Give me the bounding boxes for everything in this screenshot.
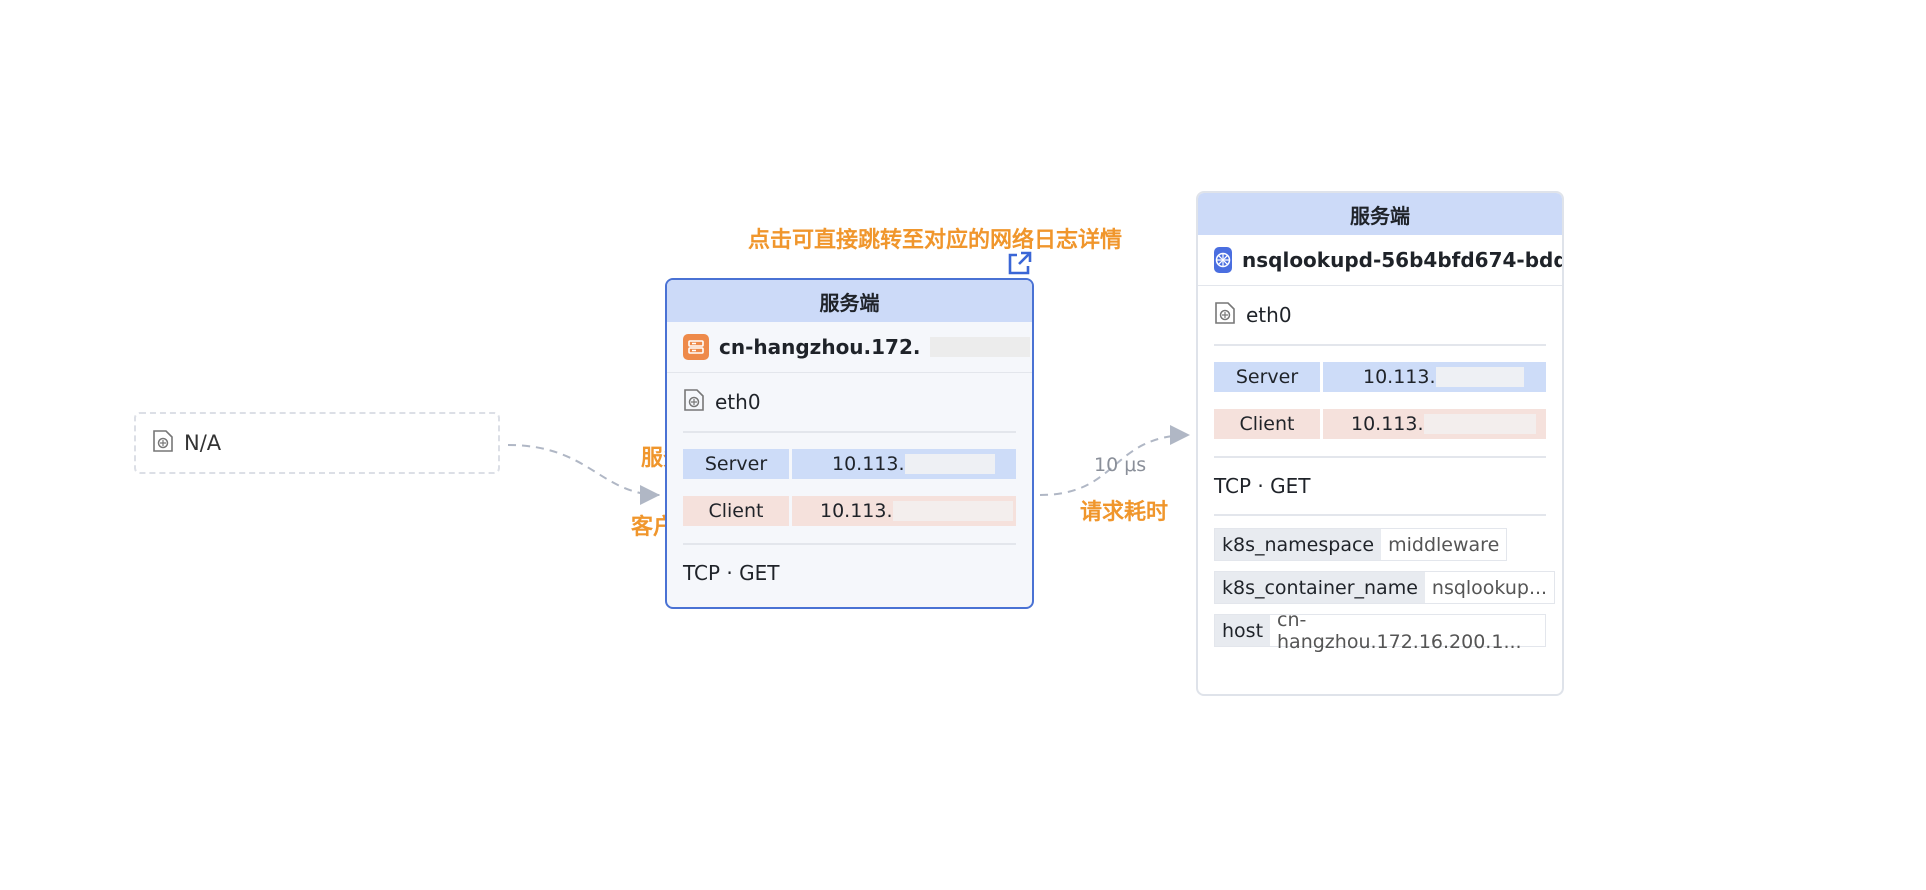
redacted-mask <box>892 501 1013 521</box>
server-ip: 10.113. <box>1363 366 1436 388</box>
network-interface-icon <box>683 388 705 417</box>
tag-key: k8s_container_name <box>1215 572 1425 603</box>
tag-value: nsqlookup... <box>1431 576 1548 599</box>
server-label: Server <box>1214 362 1320 392</box>
interface-row: eth0 <box>683 373 1016 433</box>
card-header: 服务端 <box>1198 193 1562 235</box>
mid-node-card[interactable]: 服务端 cn-hangzhou.172. eth0 Server 10.113.… <box>665 278 1034 609</box>
client-ip-row: Client 10.113. <box>683 496 1016 526</box>
server-label: Server <box>683 449 789 479</box>
redacted-mask <box>1435 367 1524 387</box>
client-ip: 10.113. <box>1351 413 1424 435</box>
server-ip-row: Server 10.113. <box>683 449 1016 479</box>
edge-mid-to-right <box>1039 425 1191 496</box>
tag-k8s-container-name: k8s_container_name nsqlookup... <box>1214 571 1556 604</box>
right-node-card[interactable]: 服务端 nsqlookupd-56b4bfd674-bddmv eth0 Ser… <box>1196 191 1564 696</box>
protocol-row: TCP · GET <box>683 543 1016 601</box>
tag-list: k8s_namespace middleware k8s_container_na… <box>1214 514 1556 657</box>
na-label: N/A <box>184 431 222 455</box>
protocol-row: TCP · GET <box>1214 456 1546 514</box>
card-header: 服务端 <box>667 280 1032 322</box>
na-node[interactable]: N/A <box>134 412 500 474</box>
client-label: Client <box>683 496 789 526</box>
tag-value: cn-hangzhou.172.16.200.1... <box>1277 608 1522 653</box>
request-duration-annotation: 请求耗时 <box>1080 500 1169 525</box>
network-interface-icon <box>152 429 174 458</box>
redacted-mask <box>930 337 1031 357</box>
redacted-mask <box>1423 414 1536 434</box>
jump-hint-annotation: 点击可直接跳转至对应的网络日志详情 <box>748 228 1123 253</box>
external-link-icon[interactable] <box>1007 250 1033 280</box>
redacted-mask <box>904 454 995 474</box>
node-name: nsqlookupd-56b4bfd674-bddmv <box>1242 248 1562 272</box>
edge-latency: 10 μs <box>1094 454 1147 476</box>
interface-name: eth0 <box>1246 303 1292 327</box>
tag-k8s-namespace: k8s_namespace middleware <box>1214 528 1508 561</box>
kubernetes-icon <box>1214 247 1232 273</box>
interface-name: eth0 <box>715 390 761 414</box>
server-ip: 10.113. <box>832 453 905 475</box>
card-title-row: cn-hangzhou.172. <box>667 322 1032 373</box>
network-interface-icon <box>1214 301 1236 330</box>
client-label: Client <box>1214 409 1320 439</box>
client-ip: 10.113. <box>820 500 893 522</box>
server-ip-row: Server 10.113. <box>1214 362 1546 392</box>
node-name: cn-hangzhou.172. <box>719 335 921 359</box>
client-ip-row: Client 10.113. <box>1214 409 1546 439</box>
tag-key: k8s_namespace <box>1215 529 1382 560</box>
edge-na-to-mid <box>507 444 661 505</box>
card-title-row: nsqlookupd-56b4bfd674-bddmv <box>1198 235 1562 286</box>
interface-row: eth0 <box>1214 286 1546 346</box>
server-icon <box>683 334 709 360</box>
tag-value: middleware <box>1388 533 1500 556</box>
tag-key: host <box>1215 615 1271 646</box>
